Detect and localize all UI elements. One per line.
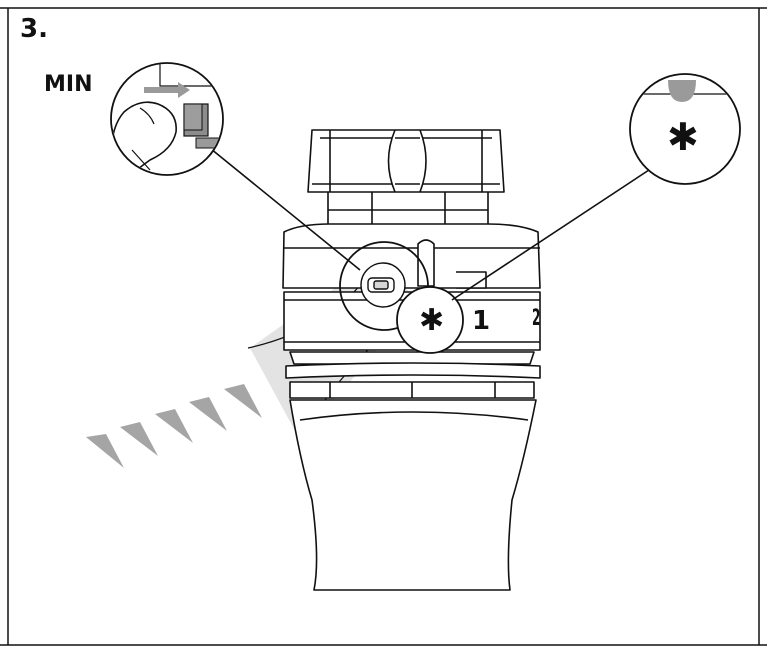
panel-border: [0, 7, 767, 646]
dial-mark-2: 2: [532, 306, 541, 331]
min-callout: [110, 62, 224, 176]
dial-snowflake-icon: ✱: [419, 303, 445, 338]
dial-symbol-ring: [396, 286, 464, 354]
snowflake-callout: [629, 73, 741, 185]
snowflake-leader-line: [451, 167, 653, 301]
push-arrows-icon: [86, 384, 262, 468]
min-lever: [360, 262, 406, 308]
min-label: MIN: [44, 72, 93, 97]
dial-mark-1: 1: [472, 306, 491, 336]
min-leader-line: [199, 139, 361, 271]
valve-body: [282, 129, 541, 591]
slide-arrow-icon: [144, 82, 190, 98]
lever-zoom-ring: [339, 241, 429, 331]
step-number: 3.: [20, 14, 48, 44]
snowflake-icon: ✱: [667, 115, 699, 159]
